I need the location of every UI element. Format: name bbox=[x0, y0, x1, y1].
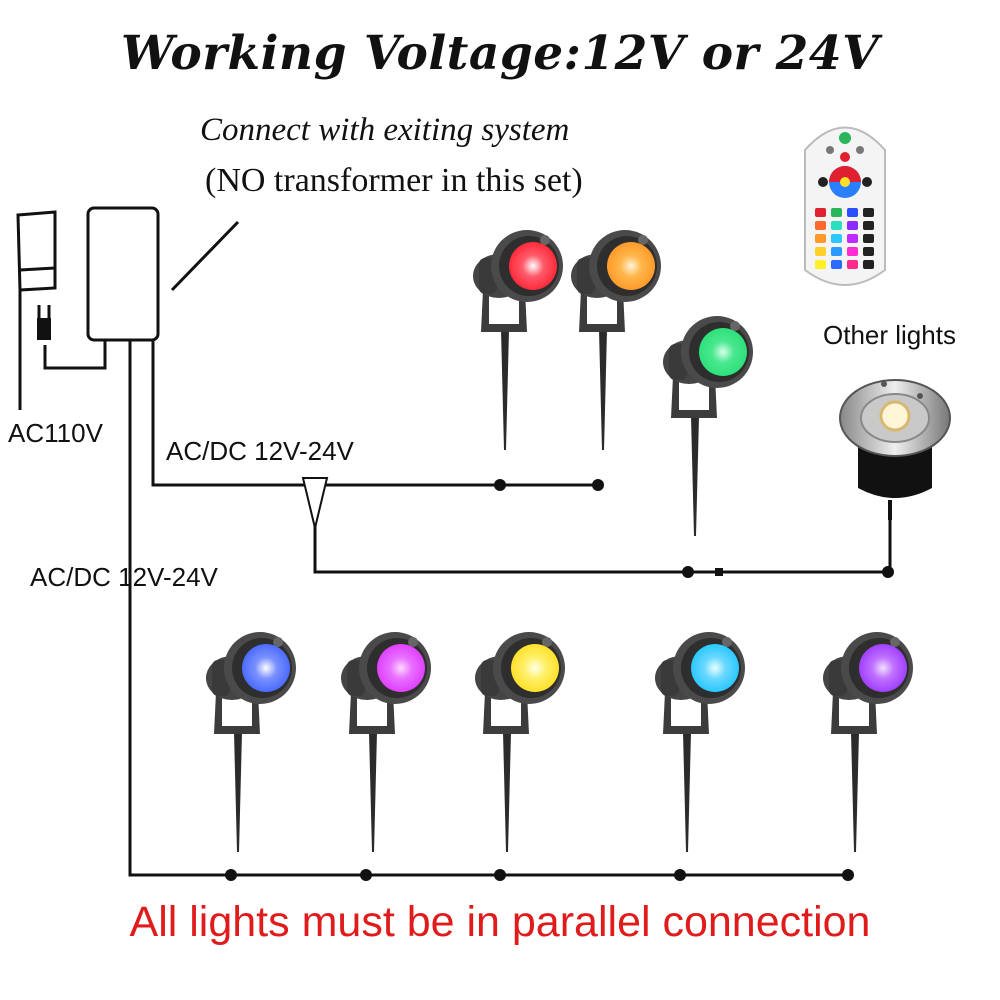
spotlight-icon bbox=[607, 242, 655, 290]
spotlight-icon bbox=[242, 644, 290, 692]
plug-icon bbox=[16, 210, 57, 410]
spotlight-orange bbox=[571, 230, 661, 450]
spotlight-icon bbox=[859, 644, 907, 692]
spotlight-blue bbox=[206, 632, 296, 852]
parallel-connection-warning: All lights must be in parallel connectio… bbox=[129, 898, 871, 946]
page-title: Working Voltage:12V or 24V bbox=[120, 26, 880, 81]
spotlight-icon bbox=[699, 328, 747, 376]
branch-voltage-label-main: AC/DC 12V-24V bbox=[30, 562, 218, 592]
spotlight-red bbox=[473, 230, 563, 450]
branch-voltage-label-top: AC/DC 12V-24V bbox=[166, 436, 354, 466]
spotlight-icon bbox=[511, 644, 559, 692]
inground-light-icon bbox=[839, 379, 951, 520]
remote-control-icon bbox=[804, 126, 886, 286]
subtitle-line-2: (NO transformer in this set) bbox=[205, 162, 583, 199]
spotlight-icon bbox=[509, 242, 557, 290]
spotlight-violet bbox=[823, 632, 913, 852]
spotlight-green bbox=[663, 316, 753, 536]
wiring bbox=[43, 220, 892, 877]
junctions bbox=[225, 479, 894, 881]
ac-input-label: AC110V bbox=[8, 418, 103, 448]
wire-connector-icon bbox=[301, 477, 329, 529]
spotlight-yellow bbox=[475, 632, 565, 852]
spotlight-magenta bbox=[341, 632, 431, 852]
transformer-icon bbox=[86, 206, 160, 342]
spotlight-icon bbox=[691, 644, 739, 692]
spotlight-cyan bbox=[655, 632, 745, 852]
subtitle-line-1: Connect with exiting system bbox=[200, 112, 570, 148]
other-lights-label: Other lights bbox=[823, 320, 956, 350]
spotlight-icon bbox=[377, 644, 425, 692]
